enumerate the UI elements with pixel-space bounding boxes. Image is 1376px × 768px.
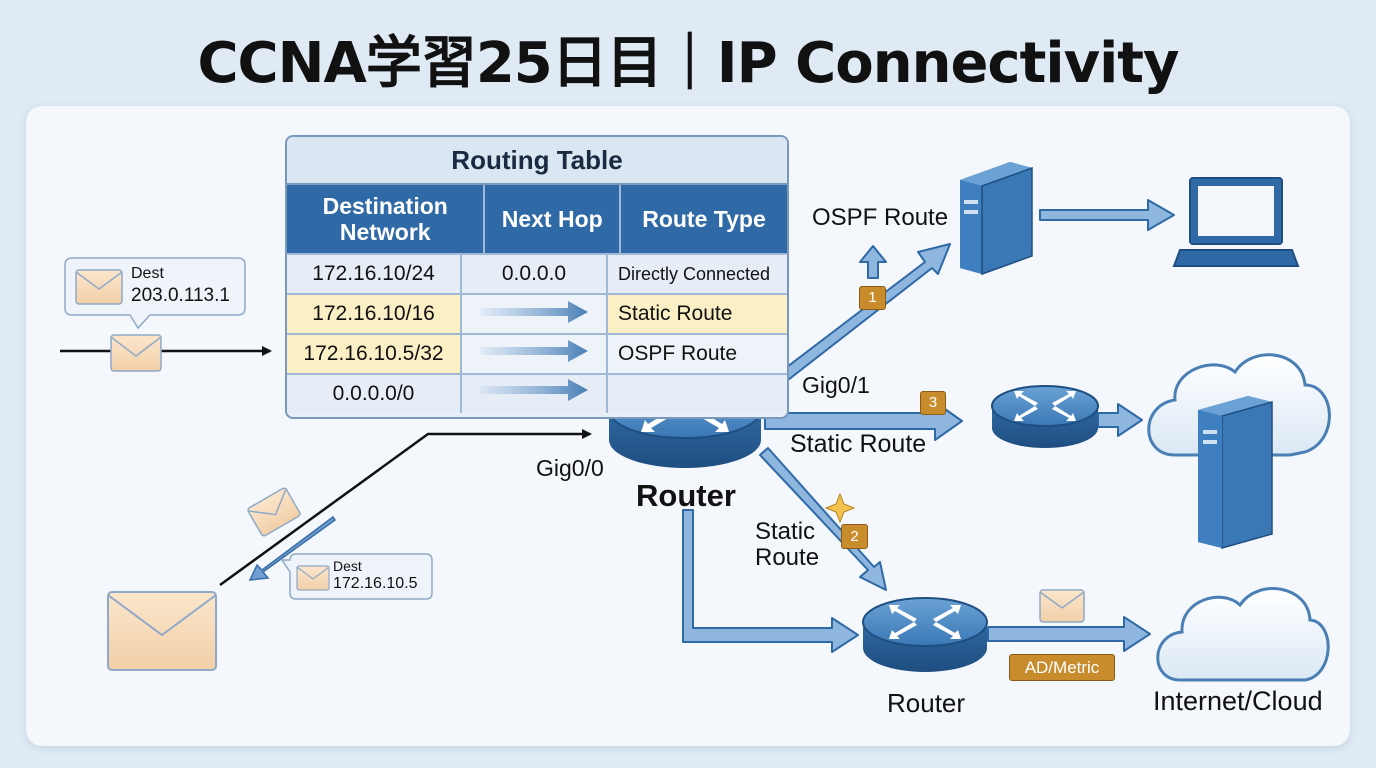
laptop-icon xyxy=(1172,177,1300,267)
incoming-dest-label: Dest xyxy=(131,265,164,282)
destination-cell: 0.0.0.0/0 xyxy=(287,375,462,413)
static-route-right-label: Static Route xyxy=(790,430,927,458)
ospf-up-arrow xyxy=(859,245,887,279)
route-type-cell: OSPF Route xyxy=(618,342,738,365)
cloud-icon xyxy=(1156,587,1330,682)
header-destination: Destination Network xyxy=(287,185,486,253)
ospf-route-label: OSPF Route xyxy=(812,204,949,231)
outgoing-dest-callout xyxy=(280,553,433,600)
outgoing-route-arrow xyxy=(248,515,337,581)
destination-cell: 172.16.10.5/32 xyxy=(287,335,462,373)
main-router-label: Router xyxy=(636,478,736,513)
envelope-icon xyxy=(110,334,162,372)
server-laptop-arrow xyxy=(1039,199,1175,231)
destination-cell: 172.16.10/24 xyxy=(287,255,462,293)
ospf-route-arrow xyxy=(761,243,951,395)
route-type-cell xyxy=(608,375,787,413)
page-title: CCNA学習25日目｜IP Connectivity xyxy=(197,31,1179,96)
route-type-cell: Static Route xyxy=(618,302,733,325)
table-row: 172.16.10/16 Static Route xyxy=(287,293,787,333)
routing-table: Routing Table Destination Network Next H… xyxy=(285,135,789,419)
outgoing-dest-label: Dest xyxy=(333,558,362,574)
router-icon xyxy=(862,597,988,672)
ad-metric-badge: AD/Metric xyxy=(1009,654,1115,681)
incoming-dest-callout xyxy=(64,257,246,330)
table-row: 0.0.0.0/0 xyxy=(287,373,787,413)
server-icon xyxy=(960,162,1033,276)
bottom-router-label: Router xyxy=(887,688,966,718)
envelope-icon xyxy=(1039,589,1085,623)
badge-1: 1 xyxy=(859,286,886,310)
envelope-icon xyxy=(247,487,301,537)
incoming-dest-ip: 203.0.113.1 xyxy=(131,285,230,306)
envelope-icon xyxy=(296,565,330,591)
route-type-cell: Directly Connected xyxy=(618,263,771,284)
static-route-down-label-2: Route xyxy=(755,544,820,571)
table-row: 172.16.10.5/32 OSPF Route xyxy=(287,333,787,373)
sparkle-icon xyxy=(824,492,856,524)
next-hop-cell xyxy=(462,335,608,373)
next-hop-cell xyxy=(462,295,608,333)
routing-table-header: Destination Network Next Hop Route Type xyxy=(287,185,787,253)
gig0-1-label: Gig0/1 xyxy=(802,372,870,398)
next-hop-cell: 0.0.0.0 xyxy=(462,255,608,293)
gig-down-arrow xyxy=(682,509,859,653)
static-route-down-label-1: Static xyxy=(755,518,816,545)
router-cloud-arrow xyxy=(1097,403,1143,437)
header-route-type: Route Type xyxy=(642,206,766,232)
internet-cloud-label: Internet/Cloud xyxy=(1153,686,1323,716)
table-row: 172.16.10/24 0.0.0.0 Directly Connected xyxy=(287,253,787,293)
server-icon xyxy=(1198,396,1273,549)
packet-flow-lines xyxy=(60,346,592,587)
router-icon xyxy=(991,385,1099,448)
envelope-icon xyxy=(107,591,217,671)
route-arrows xyxy=(682,199,1175,653)
gig0-0-label: Gig0/0 xyxy=(536,455,604,481)
header-next-hop: Next Hop xyxy=(485,185,621,253)
router-internet-arrow xyxy=(987,616,1151,652)
badge-2: 2 xyxy=(841,524,868,549)
badge-3: 3 xyxy=(920,391,946,415)
static-route-down-arrow xyxy=(759,447,887,591)
next-hop-cell xyxy=(462,375,608,413)
routing-table-title: Routing Table xyxy=(287,137,787,185)
outgoing-dest-ip: 172.16.10.5 xyxy=(333,575,418,592)
envelope-icon xyxy=(75,269,123,305)
destination-cell: 172.16.10/16 xyxy=(287,295,462,333)
